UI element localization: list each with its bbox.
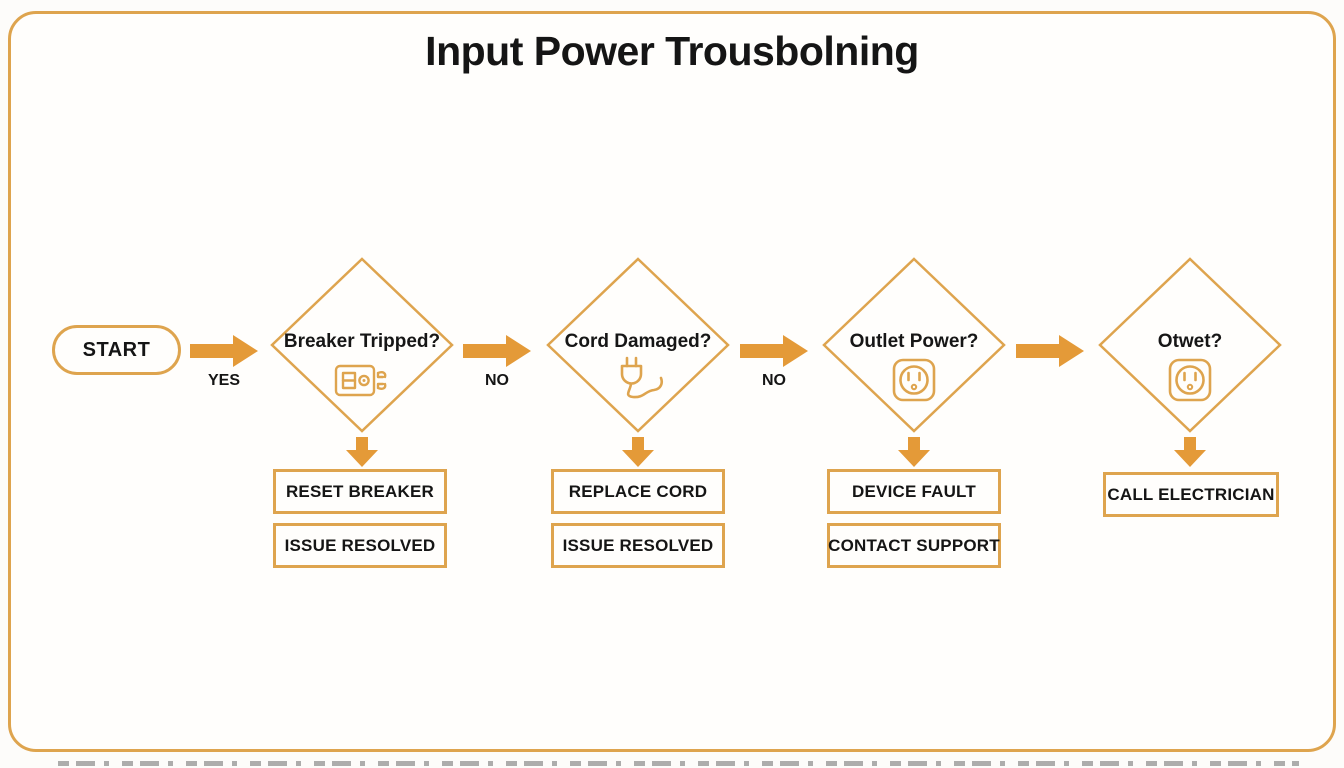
diamond-shape	[270, 257, 454, 433]
decision-breaker-tripped: Breaker Tripped?	[270, 257, 454, 433]
outcome-label: RESET BREAKER	[285, 481, 435, 501]
decision-label: Cord Damaged?	[564, 331, 712, 352]
connector-start-breaker: YES	[190, 334, 258, 389]
down-arrow-icon	[898, 437, 930, 467]
outcome-reset-breaker: RESET BREAKER	[273, 469, 447, 514]
decision-cord-damaged: Cord Damaged?	[546, 257, 730, 433]
connector-label: NO	[485, 372, 509, 389]
outcome-label: ISSUE RESOLVED	[284, 535, 436, 555]
outcome-label: REPLACE CORD	[568, 481, 708, 501]
outcome-issue-resolved-1: ISSUE RESOLVED	[273, 523, 447, 568]
clipped-text-artifact	[58, 761, 1299, 766]
right-arrow-icon	[463, 335, 531, 367]
plug-cord-icon	[546, 356, 730, 404]
start-label: START	[82, 338, 151, 361]
outcome-device-fault: DEVICE FAULT	[827, 469, 1001, 514]
outlet-icon	[1098, 357, 1282, 403]
decision-outlet-power: Outlet Power?	[822, 257, 1006, 433]
right-arrow-icon	[190, 335, 258, 367]
down-arrow-icon	[1174, 437, 1206, 467]
outcome-label: ISSUE RESOLVED	[562, 535, 714, 555]
down-arrow-icon	[622, 437, 654, 467]
outcome-contact-support: CONTACT SUPPORT	[827, 523, 1001, 568]
start-node: START	[52, 325, 181, 375]
breaker-icon	[270, 363, 454, 399]
down-arrow-icon	[346, 437, 378, 467]
outcome-call-electrician: CALL ELECTRICIAN	[1103, 472, 1279, 517]
connector-cord-outlet: NO	[740, 334, 808, 389]
diamond-shape	[822, 257, 1006, 433]
outcome-label: DEVICE FAULT	[852, 481, 976, 501]
outlet-icon	[822, 357, 1006, 403]
connector-outlet-otwet	[1016, 334, 1084, 368]
decision-label: Outlet Power?	[849, 331, 979, 352]
decision-otwet: Otwet?	[1098, 257, 1282, 433]
connector-label: NO	[762, 372, 786, 389]
outcome-label: CALL ELECTRICIAN	[1107, 484, 1275, 504]
diagram-title: Input Power Trousbolning	[425, 28, 919, 74]
decision-label: Otwet?	[1157, 331, 1223, 352]
connector-label: YES	[207, 372, 240, 389]
connector-breaker-cord: NO	[463, 334, 531, 389]
decision-label: Breaker Tripped?	[283, 331, 441, 352]
right-arrow-icon	[740, 335, 808, 367]
outcome-label: CONTACT SUPPORT	[828, 535, 1000, 555]
outcome-issue-resolved-2: ISSUE RESOLVED	[551, 523, 725, 568]
diamond-shape	[1098, 257, 1282, 433]
outcome-replace-cord: REPLACE CORD	[551, 469, 725, 514]
right-arrow-icon	[1016, 335, 1084, 367]
diamond-shape	[546, 257, 730, 433]
